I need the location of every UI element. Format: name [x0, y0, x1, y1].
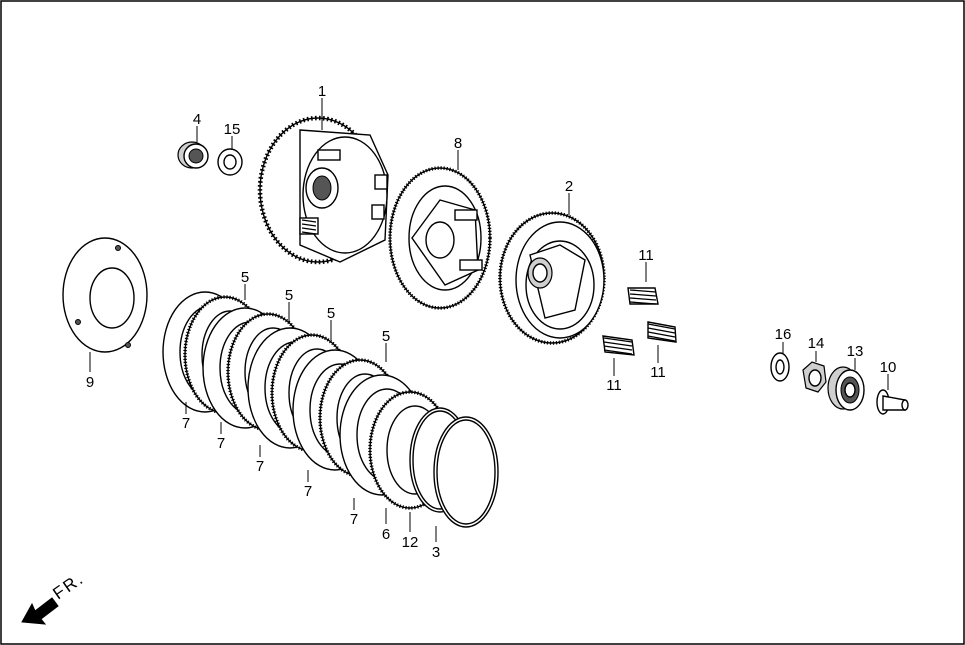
- front-arrow-icon: [21, 597, 59, 625]
- callout-5-a: 5: [241, 269, 249, 286]
- callout-7-a: 7: [182, 415, 190, 432]
- callout-1: 1: [318, 83, 326, 100]
- plate-stack: [162, 291, 452, 510]
- callout-11-left: 11: [606, 377, 622, 394]
- callout-5-d: 5: [382, 328, 390, 345]
- front-direction-label: FR.: [49, 569, 87, 604]
- part-9-spring-seat: [62, 237, 148, 353]
- part-15-washer: [217, 148, 243, 176]
- callout-2: 2: [565, 178, 573, 195]
- part-2-clutch-center: [498, 211, 606, 345]
- callout-14: 14: [808, 335, 825, 352]
- callout-12: 12: [402, 534, 419, 551]
- part-11-spring-upper: [627, 287, 659, 305]
- leader-lines: [89, 98, 889, 542]
- callout-13: 13: [847, 343, 864, 360]
- callout-8: 8: [454, 135, 462, 152]
- part-14-lock-nut: [802, 361, 827, 393]
- callout-10: 10: [880, 359, 897, 376]
- callout-11-right: 11: [650, 364, 666, 381]
- front-direction-indicator: FR.: [21, 569, 88, 625]
- callout-7-e: 7: [350, 511, 358, 528]
- part-11-spring-left: [602, 335, 635, 356]
- part-3-snap-ring: [433, 416, 499, 528]
- damper-springs: [299, 217, 319, 235]
- callout-15: 15: [224, 121, 241, 138]
- callout-5-b: 5: [285, 287, 293, 304]
- part-13-bearing: [827, 366, 865, 411]
- callout-6: 6: [382, 526, 390, 543]
- part-4-collar: [177, 141, 209, 169]
- callout-7-d: 7: [304, 483, 312, 500]
- callout-4: 4: [193, 111, 201, 128]
- part-11-spring-right: [647, 321, 677, 343]
- part-10-lifter-piece: [876, 389, 909, 415]
- part-16-washer: [770, 352, 790, 382]
- callout-labels: 1 8 2 4 15 11 11 11 9 5 5 5 5 7 7 7 7 7 …: [86, 83, 897, 561]
- part-1-clutch-outer: [257, 115, 389, 265]
- callout-11-upper: 11: [638, 247, 654, 264]
- part-8-pressure-plate: [388, 166, 492, 310]
- callout-7-c: 7: [256, 458, 264, 475]
- callout-3: 3: [432, 544, 440, 561]
- callout-16: 16: [775, 326, 792, 343]
- callout-7-b: 7: [217, 435, 225, 452]
- callout-9: 9: [86, 374, 94, 391]
- callout-5-c: 5: [327, 305, 335, 322]
